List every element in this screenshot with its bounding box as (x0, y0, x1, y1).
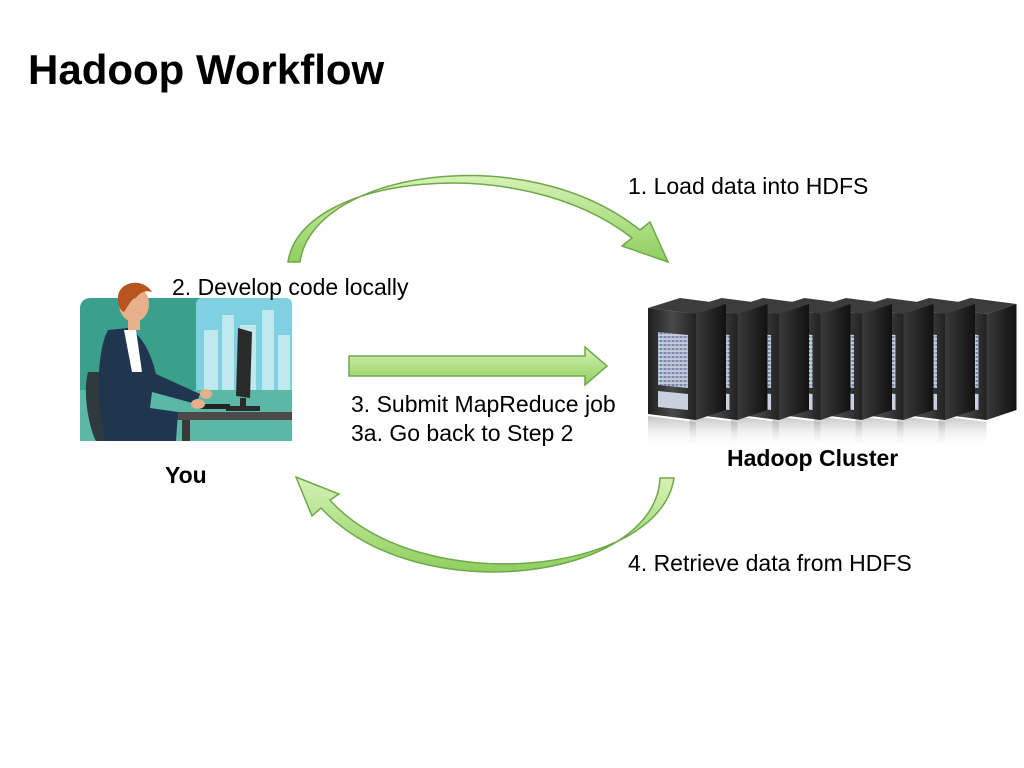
step-develop-code: 2. Develop code locally (172, 274, 409, 300)
step-submit-job: 3. Submit MapReduce job (351, 391, 616, 417)
slide-title: Hadoop Workflow (28, 46, 385, 93)
arrow-load-data (287, 174, 670, 264)
arrow-submit-job (348, 345, 609, 387)
arrow-retrieve-data (294, 475, 675, 573)
hadoop-cluster (648, 298, 1017, 448)
step-retrieve-data: 4. Retrieve data from HDFS (628, 550, 912, 576)
server-tower (648, 298, 726, 448)
you-label: You (165, 462, 207, 488)
step-load-data: 1. Load data into HDFS (628, 173, 869, 199)
cluster-label: Hadoop Cluster (727, 445, 899, 471)
user-illustration (80, 282, 292, 441)
step-go-back: 3a. Go back to Step 2 (351, 420, 574, 446)
